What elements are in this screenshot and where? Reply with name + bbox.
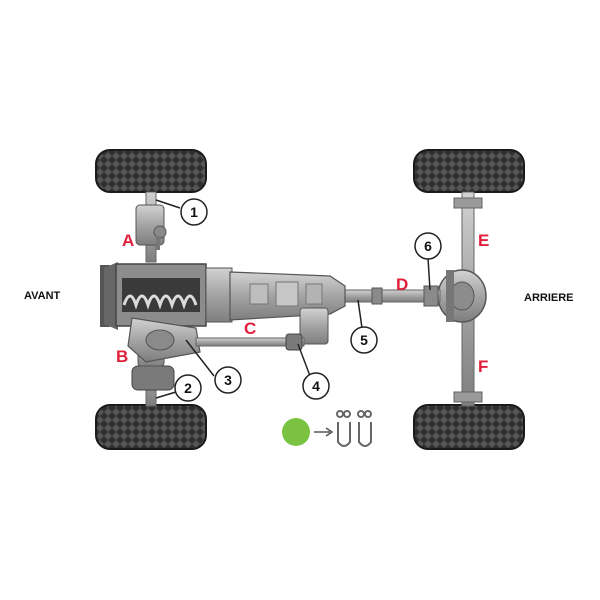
front-left-hub — [135, 191, 167, 263]
callout-leaders — [155, 199, 431, 399]
transmission — [229, 271, 346, 345]
callout-6: 6 — [414, 232, 442, 260]
front-left-tire — [95, 149, 207, 193]
callout-2: 2 — [174, 374, 202, 402]
rear-label: ARRIERE — [524, 292, 574, 304]
front-differential — [127, 317, 201, 363]
callout-3-text: 3 — [224, 372, 232, 388]
engine — [100, 262, 233, 330]
section-c-label: C — [244, 319, 256, 338]
front-right-tire — [95, 404, 207, 450]
callout-5-text: 5 — [360, 332, 368, 348]
callout-4-text: 4 — [312, 378, 320, 394]
section-b-label: B — [116, 347, 128, 366]
section-a-label: A — [122, 231, 134, 250]
callout-5: 5 — [350, 326, 378, 354]
section-d-label: D — [396, 275, 408, 294]
front-driveshaft — [195, 333, 305, 351]
rear-driveshaft — [344, 285, 441, 307]
callout-2-text: 2 — [184, 380, 192, 396]
callout-3: 3 — [214, 366, 242, 394]
front-label: AVANT — [24, 290, 61, 302]
rear-axle — [437, 191, 487, 407]
callout-1: 1 — [180, 198, 208, 226]
rear-left-tire — [413, 149, 525, 193]
callout-4: 4 — [302, 372, 330, 400]
green-dot-icon — [282, 418, 310, 446]
section-e-label: E — [478, 231, 489, 250]
callout-6-text: 6 — [424, 238, 432, 254]
u-bolt-kit-icon — [336, 410, 372, 447]
callout-1-text: 1 — [190, 204, 198, 220]
section-f-label: F — [478, 357, 488, 376]
rear-right-tire — [413, 404, 525, 450]
